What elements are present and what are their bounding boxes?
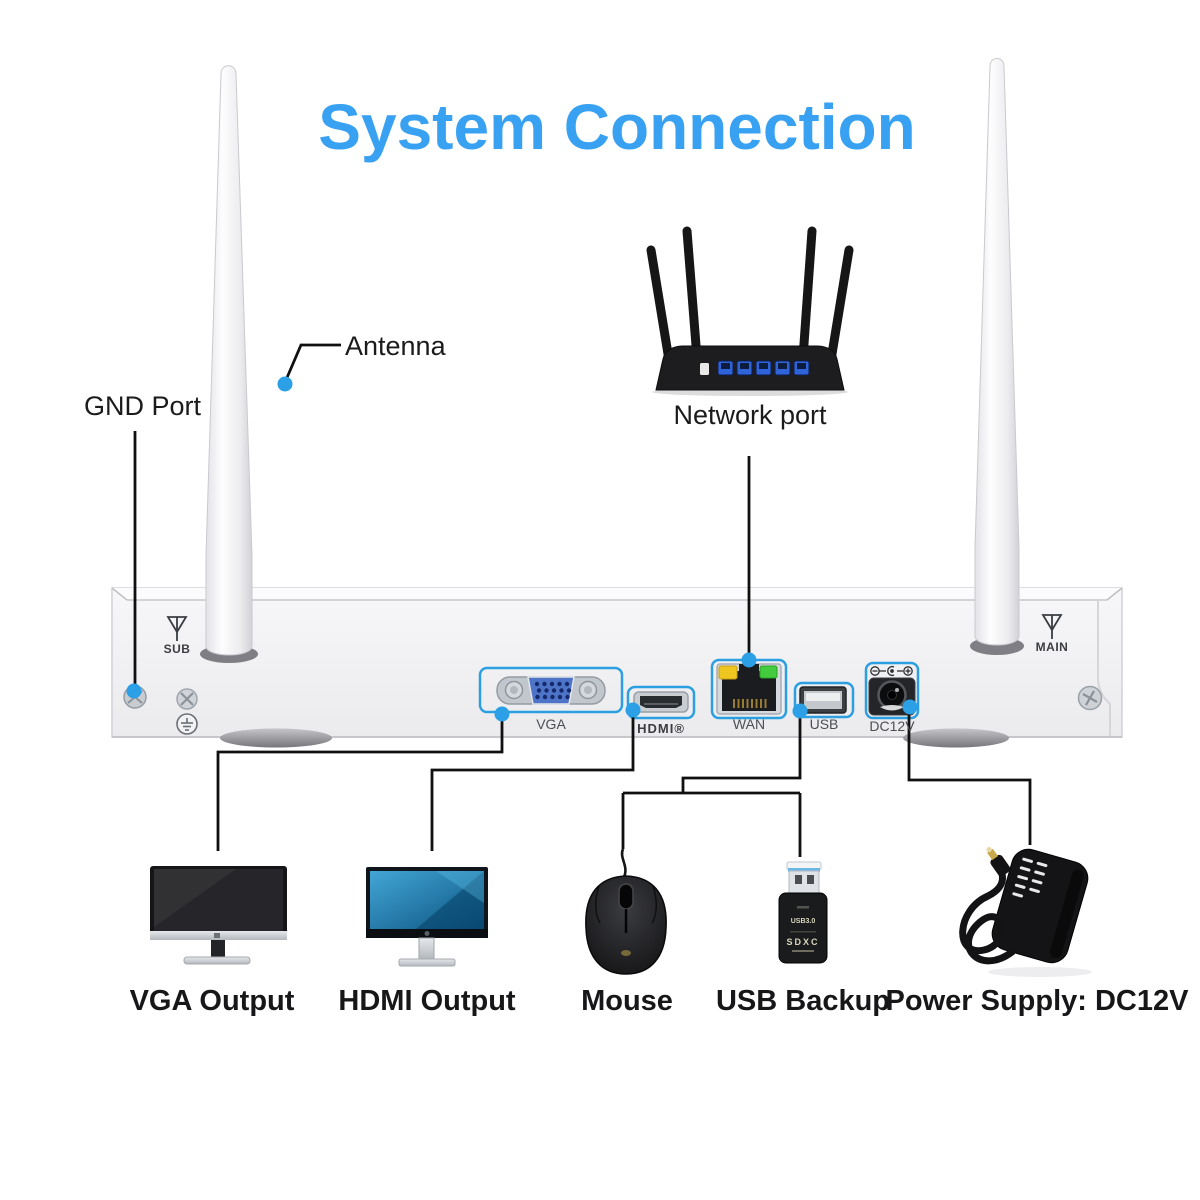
adapter-vents: [1012, 857, 1048, 898]
chassis-foot-left: [220, 728, 332, 748]
mouse-wheel: [618, 883, 634, 910]
mouse-label: Mouse: [581, 985, 673, 1017]
usb-line: [621, 711, 802, 857]
router: [646, 226, 854, 396]
hdmi-port-label: HDMI®: [637, 721, 685, 736]
gnd-dot: [126, 683, 142, 699]
chassis-screw-right: [1077, 685, 1103, 711]
usb-backup-label: USB Backup: [715, 985, 891, 1017]
power-supply-label: Power Supply: DC12V: [885, 985, 1189, 1017]
mouse: [585, 848, 667, 975]
vga-output-label: VGA Output: [129, 985, 295, 1017]
router-ports: [717, 360, 810, 376]
wan-led-green: [759, 665, 778, 679]
vga-line: [216, 714, 504, 851]
hdmi-output-label: HDMI Output: [338, 985, 516, 1017]
wan-pins: [733, 699, 767, 708]
chassis-foot-right: [903, 728, 1009, 748]
connector-dots: [126, 376, 918, 722]
vga-dot: [494, 706, 510, 722]
network-port-callout-label: Network port: [673, 400, 827, 430]
chassis-screw-left: [176, 688, 198, 710]
sub-antenna-symbol: [166, 616, 188, 641]
main-antenna-symbol: [1041, 614, 1063, 639]
usb-backup-reader: [778, 861, 828, 964]
antenna-right: [974, 58, 1020, 646]
usb-dot: [792, 703, 808, 719]
hdmi-monitor: [366, 867, 488, 967]
antenna-callout-line: [284, 343, 341, 381]
chassis-top-bevel: [112, 588, 1122, 600]
hdmi-line: [430, 712, 635, 851]
usb-port-label: USB: [809, 716, 839, 732]
antenna-dot: [277, 376, 293, 392]
router-antennas: [646, 226, 854, 365]
sub-antenna-label: SUB: [163, 642, 191, 656]
power-adapter: [959, 846, 1092, 977]
earth-ground-symbol: [176, 713, 198, 735]
vga-pins: [534, 681, 572, 700]
dc12v-dot: [902, 699, 918, 715]
gnd-port-callout-label: GND Port: [84, 391, 202, 421]
vga-monitor: [150, 866, 287, 965]
wan-dot: [741, 652, 757, 668]
usb-reader-text-bottom: SDXC: [786, 937, 820, 947]
usb-reader-text-top: USB3.0: [790, 918, 816, 925]
vga-port: [478, 666, 624, 714]
wan-port-label: WAN: [732, 716, 766, 732]
router-button: [700, 363, 709, 375]
connection-lines: [133, 343, 1032, 857]
main-antenna-label: MAIN: [1035, 640, 1069, 654]
dc12v-port-label: DC12V: [869, 718, 915, 734]
page-title: System Connection: [318, 91, 916, 163]
wan-port: [710, 658, 788, 720]
hdmi-dot: [625, 702, 641, 718]
usb-port: [793, 681, 855, 719]
vga-port-label: VGA: [536, 716, 566, 732]
wan-led-yellow: [718, 665, 738, 680]
antenna-left: [205, 65, 253, 656]
polarity-symbol: [870, 665, 913, 677]
hdmi-port: [626, 685, 696, 720]
adapter-cord: [959, 870, 1016, 965]
antenna-callout-label: Antenna: [345, 331, 446, 361]
power-line: [907, 712, 1032, 845]
dc-plug: [986, 846, 1011, 877]
